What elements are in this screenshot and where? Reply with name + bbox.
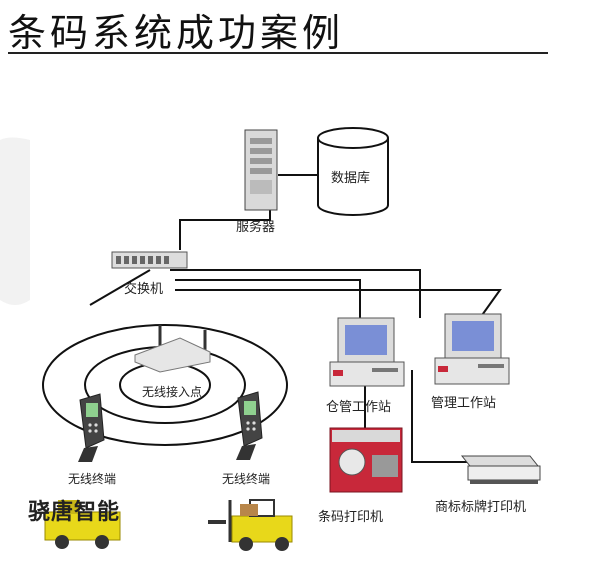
management-station-label: 管理工作站 xyxy=(431,396,497,411)
label-printer-label: 商标标牌打印机 xyxy=(435,500,527,515)
terminal-left-label: 无线终端 xyxy=(68,472,117,486)
server-label: 服务器 xyxy=(236,220,276,235)
database-icon xyxy=(317,127,389,216)
handheld-terminal-left-icon xyxy=(78,393,105,462)
page-title: 条码系统成功案例 xyxy=(8,11,345,55)
access-point-icon xyxy=(134,325,211,373)
switch-label: 交换机 xyxy=(124,282,164,297)
database-label: 数据库 xyxy=(331,171,371,186)
title-underline xyxy=(8,52,548,54)
switch-icon xyxy=(111,251,188,269)
forklift-left-icon xyxy=(44,500,121,549)
connection-lines xyxy=(89,174,502,463)
terminal-right-label: 无线终端 xyxy=(222,472,271,486)
server-icon xyxy=(244,129,278,211)
barcode-printer-label: 条码打印机 xyxy=(318,510,384,525)
barcode-printer-icon xyxy=(329,427,403,493)
label-printer-icon xyxy=(460,455,541,484)
handheld-terminal-right-icon xyxy=(236,391,263,460)
warehouse-station-label: 仓管工作站 xyxy=(326,400,392,415)
access-point-label: 无线接入点 xyxy=(142,385,203,399)
management-station-icon xyxy=(434,313,510,385)
forklift-right-icon xyxy=(208,499,293,551)
warehouse-station-icon xyxy=(329,317,405,387)
brand-watermark: 骁唐智能 xyxy=(28,500,121,525)
